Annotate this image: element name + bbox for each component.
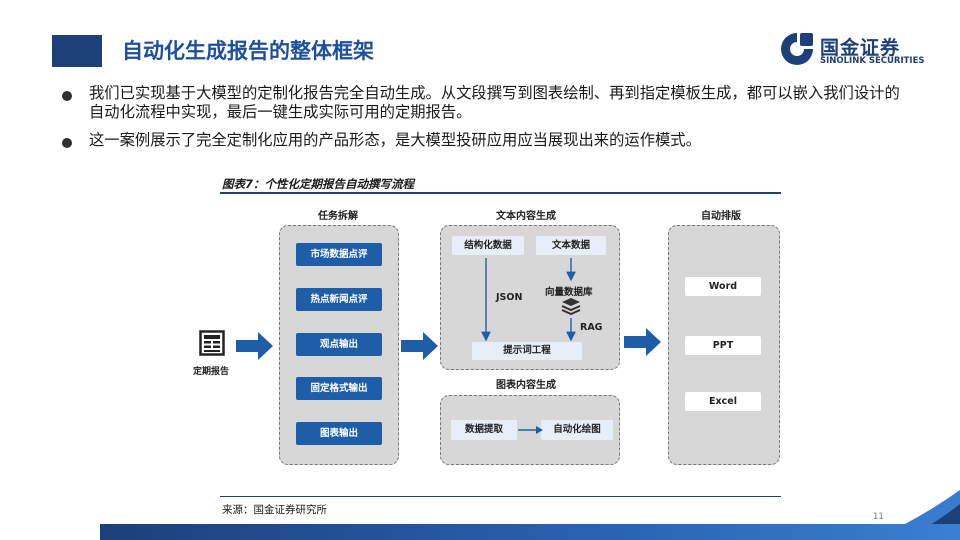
sinolink-logo: 国金证券 SINOLINK SECURITIES [779, 31, 949, 71]
section-label-text-gen: 文本内容生成 [496, 211, 556, 222]
section-label-layout: 自动排版 [701, 211, 741, 222]
figure-source: 来源：国金证券研究所 [222, 504, 327, 516]
task-item: 热点新闻点评 [296, 288, 382, 311]
chart-gen-arrow [518, 426, 543, 434]
output-excel: Excel [685, 392, 761, 411]
sinolink-logo-icon [781, 33, 813, 65]
bullet-dot-icon [62, 138, 72, 148]
section-label-tasks: 任务拆解 [318, 211, 358, 222]
logo-english-name: SINOLINK SECURITIES [820, 56, 925, 66]
bullet-list: 我们已实现基于大模型的定制化报告完全自动生成。从文段撰写到图表绘制、再到指定模板… [58, 84, 908, 159]
task-item: 观点输出 [296, 333, 382, 356]
structured-data-box: 结构化数据 [452, 236, 524, 255]
footer-bar [100, 524, 960, 540]
text-gen-connectors [481, 258, 576, 342]
vector-db-label: 向量数据库 [545, 287, 593, 298]
figure-title: 图表7：个性化定期报告自动撰写流程 [222, 177, 414, 191]
flow-arrow-1 [236, 332, 273, 360]
title-accent-bar [52, 35, 102, 67]
figure-bottom-rule [220, 496, 781, 497]
output-ppt: PPT [685, 336, 761, 355]
page-number: 11 [873, 512, 884, 522]
section-label-chart-gen: 图表内容生成 [496, 380, 556, 391]
flow-arrow-2 [401, 332, 438, 360]
database-icon [561, 298, 581, 316]
auto-plot-box: 自动化绘图 [541, 420, 613, 440]
bullet-text: 这一案例展示了完全定制化应用的产品形态，是大模型投研应用应当展现出来的运作模式。 [89, 131, 701, 149]
page-title: 自动化生成报告的整体框架 [122, 39, 374, 63]
bullet-text: 我们已实现基于大模型的定制化报告完全自动生成。从文段撰写到图表绘制、再到指定模板… [89, 84, 900, 121]
input-label: 定期报告 [193, 367, 230, 377]
bullet-dot-icon [62, 91, 72, 101]
json-label: JSON [496, 292, 523, 303]
text-data-box: 文本数据 [536, 236, 606, 255]
task-item: 固定格式输出 [296, 377, 382, 400]
prompt-engineering-box: 提示词工程 [472, 342, 582, 360]
task-item: 市场数据点评 [296, 243, 382, 266]
bullet-item: 我们已实现基于大模型的定制化报告完全自动生成。从文段撰写到图表绘制、再到指定模板… [58, 84, 908, 122]
document-icon [199, 330, 225, 356]
bullet-item: 这一案例展示了完全定制化应用的产品形态，是大模型投研应用应当展现出来的运作模式。 [58, 131, 908, 150]
logo-chinese-name: 国金证券 [820, 37, 901, 59]
rag-label: RAG [580, 322, 603, 333]
figure-top-rule [220, 192, 781, 194]
task-item: 图表输出 [296, 422, 382, 445]
data-extract-box: 数据提取 [451, 420, 517, 440]
output-word: Word [685, 277, 761, 296]
flow-arrow-3 [624, 328, 661, 356]
